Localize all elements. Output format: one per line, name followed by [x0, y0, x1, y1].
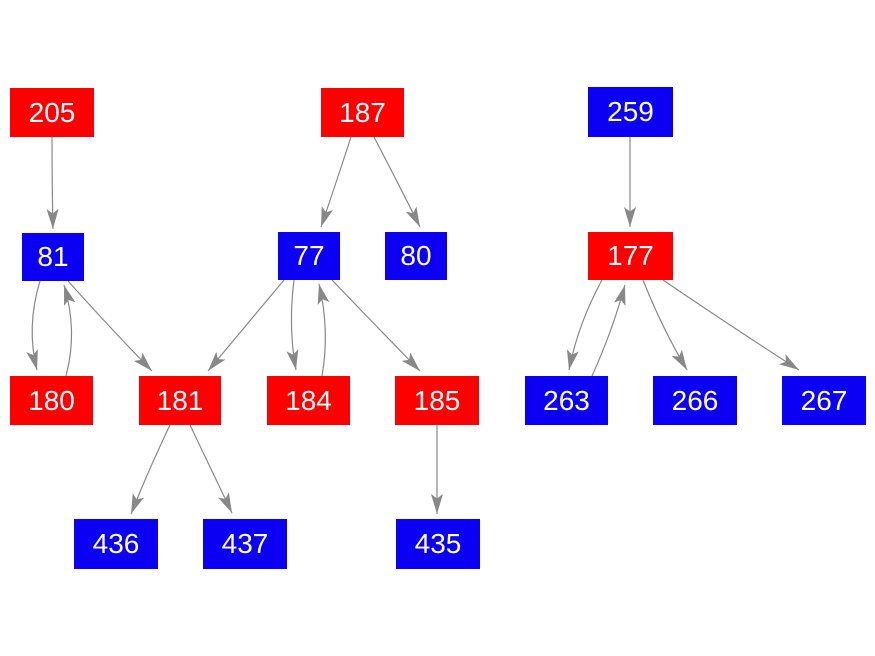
graph-node-187: 187	[321, 88, 404, 137]
graph-node-81: 81	[22, 233, 84, 281]
node-label: 81	[37, 241, 69, 272]
node-label: 184	[285, 384, 332, 416]
edge-187-77	[320, 136, 352, 228]
edge-187-80	[373, 136, 421, 228]
graph-node-180: 180	[10, 376, 93, 425]
node-label: 180	[28, 384, 75, 416]
graph-node-435: 435	[396, 519, 480, 569]
edge-180-81	[63, 284, 76, 377]
graph-node-185: 185	[395, 376, 479, 425]
node-label: 205	[28, 96, 76, 128]
node-label: 263	[543, 384, 590, 416]
edge-77-184	[286, 279, 299, 371]
node-label: 80	[400, 240, 432, 271]
graph-node-77: 77	[278, 232, 340, 280]
node-label: 436	[92, 528, 140, 559]
edge-81-180	[26, 280, 41, 371]
node-label: 187	[339, 96, 386, 128]
graph-node-436: 436	[74, 519, 158, 569]
graph-node-259: 259	[588, 87, 673, 137]
edge-77-181	[207, 279, 285, 372]
edge-177-266	[642, 279, 688, 371]
edge-263-177	[591, 284, 626, 377]
graph-node-263: 263	[525, 376, 608, 425]
node-label: 437	[221, 528, 269, 559]
node-label: 267	[800, 384, 848, 416]
edge-181-436	[130, 424, 171, 515]
node-label: 259	[607, 96, 654, 127]
node-label: 77	[293, 240, 325, 271]
graph-node-205: 205	[10, 88, 94, 137]
edge-81-181	[67, 280, 153, 372]
graph-node-267: 267	[782, 376, 866, 425]
edge-177-267	[662, 279, 800, 371]
edge-205-81	[46, 136, 59, 230]
node-label: 435	[414, 528, 462, 559]
node-label: 185	[413, 384, 461, 416]
edge-181-437	[189, 424, 233, 514]
graph-node-184: 184	[267, 376, 350, 425]
node-label: 181	[156, 384, 204, 416]
edge-184-77	[317, 283, 330, 377]
edge-group	[26, 136, 800, 515]
graph-node-437: 437	[203, 519, 287, 569]
graph-node-181: 181	[139, 376, 221, 425]
node-label: 266	[671, 384, 719, 416]
graph-node-177: 177	[588, 232, 673, 280]
edge-77-185	[331, 279, 421, 372]
graph-node-80: 80	[385, 232, 447, 280]
node-label: 177	[607, 240, 654, 271]
graph-node-266: 266	[653, 376, 737, 425]
edge-177-263	[566, 279, 603, 371]
